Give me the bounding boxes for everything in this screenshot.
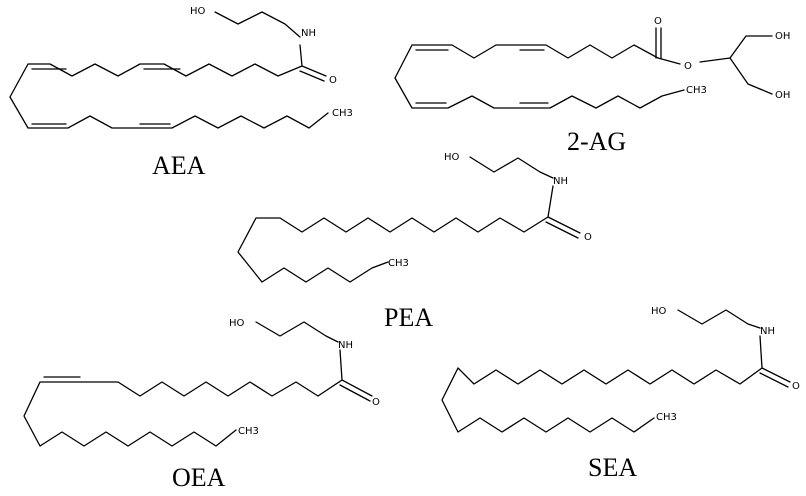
pea-chain	[237, 185, 554, 283]
pea-nh-label: NH	[553, 176, 568, 187]
aea-ethanolamine-chain	[214, 11, 301, 38]
aea-carbonyl-bond-2	[299, 70, 325, 82]
aea-ho-label: HO	[190, 6, 206, 17]
aea-upper-chain	[9, 44, 303, 98]
oea-chain	[23, 349, 343, 447]
pea-carbonyl-bond-2	[545, 221, 579, 239]
two-ag-oh-top-label: OH	[775, 31, 790, 42]
molecule-aea: HO NH O CH3 AEA	[9, 6, 353, 180]
two-ag-lower-chain	[394, 77, 685, 109]
sea-ho-label: HO	[651, 306, 667, 317]
two-ag-upper-chain	[394, 44, 681, 79]
aea-caption: AEA	[152, 151, 206, 180]
two-ag-caption: 2-AG	[567, 127, 626, 156]
oea-o-label: O	[372, 397, 380, 408]
pea-o-label: O	[584, 232, 592, 243]
oea-caption: OEA	[172, 463, 226, 492]
sea-ethanolamine-chain	[677, 309, 761, 329]
molecule-sea: HO NH O CH3 SEA	[441, 306, 800, 482]
sea-caption: SEA	[588, 453, 637, 482]
sea-carbonyl-bond	[761, 367, 791, 383]
pea-caption: PEA	[384, 303, 433, 332]
oea-carbonyl-bond-2	[339, 384, 371, 402]
aea-nh-label: NH	[301, 28, 316, 39]
pea-ho-label: HO	[444, 152, 460, 163]
aea-carbonyl-bond	[301, 65, 327, 77]
molecule-pea: HO NH O CH3 PEA	[237, 152, 592, 332]
sea-ch3-label: CH3	[656, 412, 677, 423]
molecule-oea: HO NH O CH3 OEA	[23, 318, 380, 492]
sea-o-label: O	[792, 381, 800, 392]
molecule-2-ag: O O OH OH CH3 2-AG	[394, 16, 790, 156]
pea-ch3-label: CH3	[388, 258, 409, 269]
sea-chain	[441, 335, 763, 433]
sea-carbonyl-bond-2	[759, 372, 789, 388]
oea-ethanolamine-chain	[255, 321, 339, 343]
oea-ch3-label: CH3	[238, 426, 259, 437]
aea-lower-chain	[9, 96, 329, 129]
oea-nh-label: NH	[338, 340, 353, 351]
oea-carbonyl-bond	[341, 379, 373, 397]
two-ag-carbonyl-o-label: O	[654, 16, 662, 27]
sea-nh-label: NH	[760, 326, 775, 337]
aea-ch3-label: CH3	[332, 108, 353, 119]
pea-ethanolamine-chain	[469, 156, 554, 179]
two-ag-glycerol-lower	[729, 57, 773, 95]
oea-ho-label: HO	[229, 318, 245, 329]
two-ag-ch3-label: CH3	[686, 85, 707, 96]
pea-carbonyl-bond	[547, 216, 581, 234]
two-ag-glycerol	[699, 35, 773, 63]
two-ag-ester-o-label: O	[684, 61, 692, 72]
aea-o-label: O	[329, 75, 337, 86]
two-ag-oh-bottom-label: OH	[775, 90, 790, 101]
